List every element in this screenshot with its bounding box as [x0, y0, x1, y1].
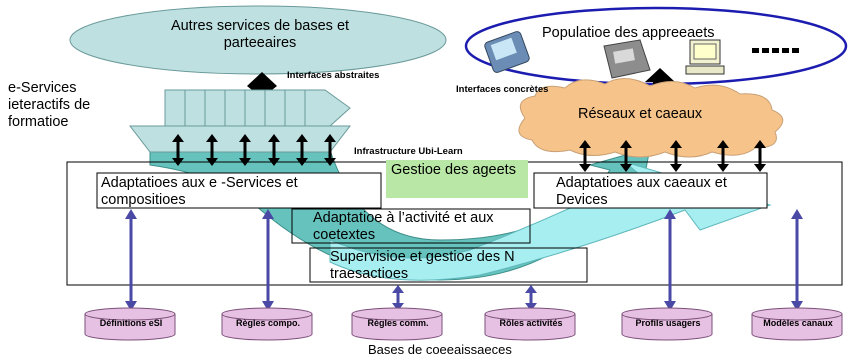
adapt-activity-label: Adaptatioe à l’activité et aux coetextes: [313, 210, 494, 243]
agent-management-box: [386, 160, 528, 198]
network-cloud: [518, 78, 784, 158]
eservice-tiles: [164, 89, 351, 127]
interfaces-concretes-label: Interfaces concrètes: [456, 84, 549, 95]
population-label: Populatioe des appreeaets: [542, 25, 715, 41]
concrete-arrow-up: [645, 68, 675, 82]
db-label-regles-compo: Règles compo.: [235, 318, 300, 328]
supervision-label: Supervisioe et gestioe des N traesactioe…: [330, 249, 515, 282]
adapt-eservices-box: [96, 172, 382, 209]
db-label-definitions: Définitions eSI: [99, 318, 163, 328]
agent-management-label: Gestioe des ageets: [391, 162, 516, 178]
eservices-label: e-Services ieteractifs de formatioe: [8, 80, 91, 130]
db-connector-heads: [125, 209, 803, 311]
right-double-arrows: [583, 146, 762, 166]
adapt-devices-label: Adaptatioes aux caeaux et Devices: [556, 175, 727, 208]
abstract-arrow-up: [247, 72, 277, 86]
eservice-base: [128, 125, 352, 153]
bases-label: Bases de coeeaissaeces: [368, 342, 512, 357]
adapt-eservices-label: Adaptatioes aux e -Services et compositi…: [101, 175, 298, 208]
db-cylinders: [84, 307, 843, 341]
pda-device-icon: [484, 31, 530, 73]
right-arrowheads: [579, 140, 766, 172]
left-double-arrows: [176, 140, 332, 160]
reseaux-label: Réseaux et caeaux: [578, 106, 703, 122]
adapt-devices-box: [533, 172, 768, 209]
supervision-box: [309, 247, 588, 283]
adapt-activity-box: [291, 208, 531, 244]
top-cloud-label: Autres services de bases et parteeaires: [170, 18, 350, 51]
db-label-profils-usagers: Profils usagers: [635, 318, 701, 328]
db-label-roles-activites: Rôles activités: [499, 318, 563, 328]
left-arrowheads: [172, 134, 336, 166]
more-devices-icon: [752, 48, 799, 53]
interfaces-abstraites-label: Interfaces abstraites: [287, 70, 380, 81]
top-cloud: [69, 5, 447, 75]
computer-icon: [685, 39, 725, 75]
db-label-regles-comm: Règles comm.: [367, 318, 429, 328]
infrastructure-label: Infrastructure Ubi-Learn: [354, 146, 463, 157]
db-label-modeles-canaux: Modèles canaux: [763, 318, 833, 328]
phone-device-icon: [603, 39, 651, 79]
